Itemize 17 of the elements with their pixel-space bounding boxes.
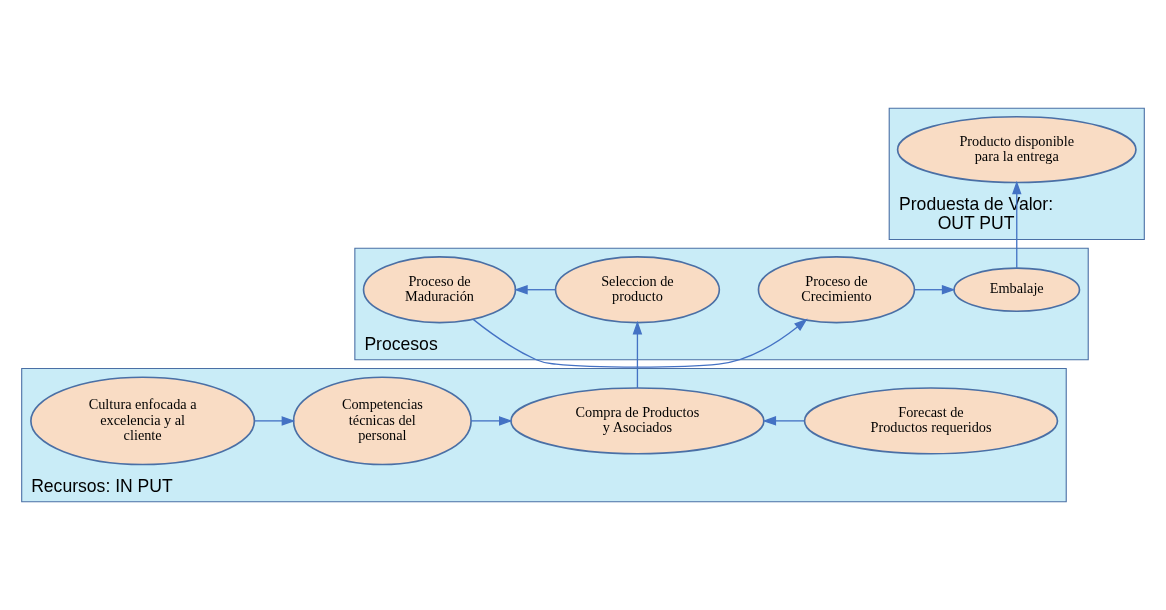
node-ellipse: Forecast de Productos requeridos [803, 387, 1059, 455]
arrow [472, 318, 808, 368]
arrow [470, 416, 513, 426]
node-ellipse: Embalaje [953, 267, 1081, 313]
arrow [254, 416, 296, 426]
node-ellipse: Competencias técnicas del personal [292, 376, 472, 466]
arrow [632, 320, 643, 389]
node-ellipse: Producto disponible para la entrega [896, 115, 1137, 184]
node-ellipse: Compra de Productos y Asociados [510, 387, 765, 455]
node-ellipse: Proceso de Crecimiento [757, 256, 916, 324]
node-ellipse: Seleccion de producto [554, 256, 721, 324]
arrow [514, 284, 557, 295]
arrow [762, 416, 805, 426]
arrow [913, 284, 956, 295]
node-ellipse: Cultura enfocada a excelencia y al cliente [30, 376, 256, 466]
arrow [1012, 180, 1022, 269]
node-ellipse: Proceso de Maduración [362, 256, 517, 324]
